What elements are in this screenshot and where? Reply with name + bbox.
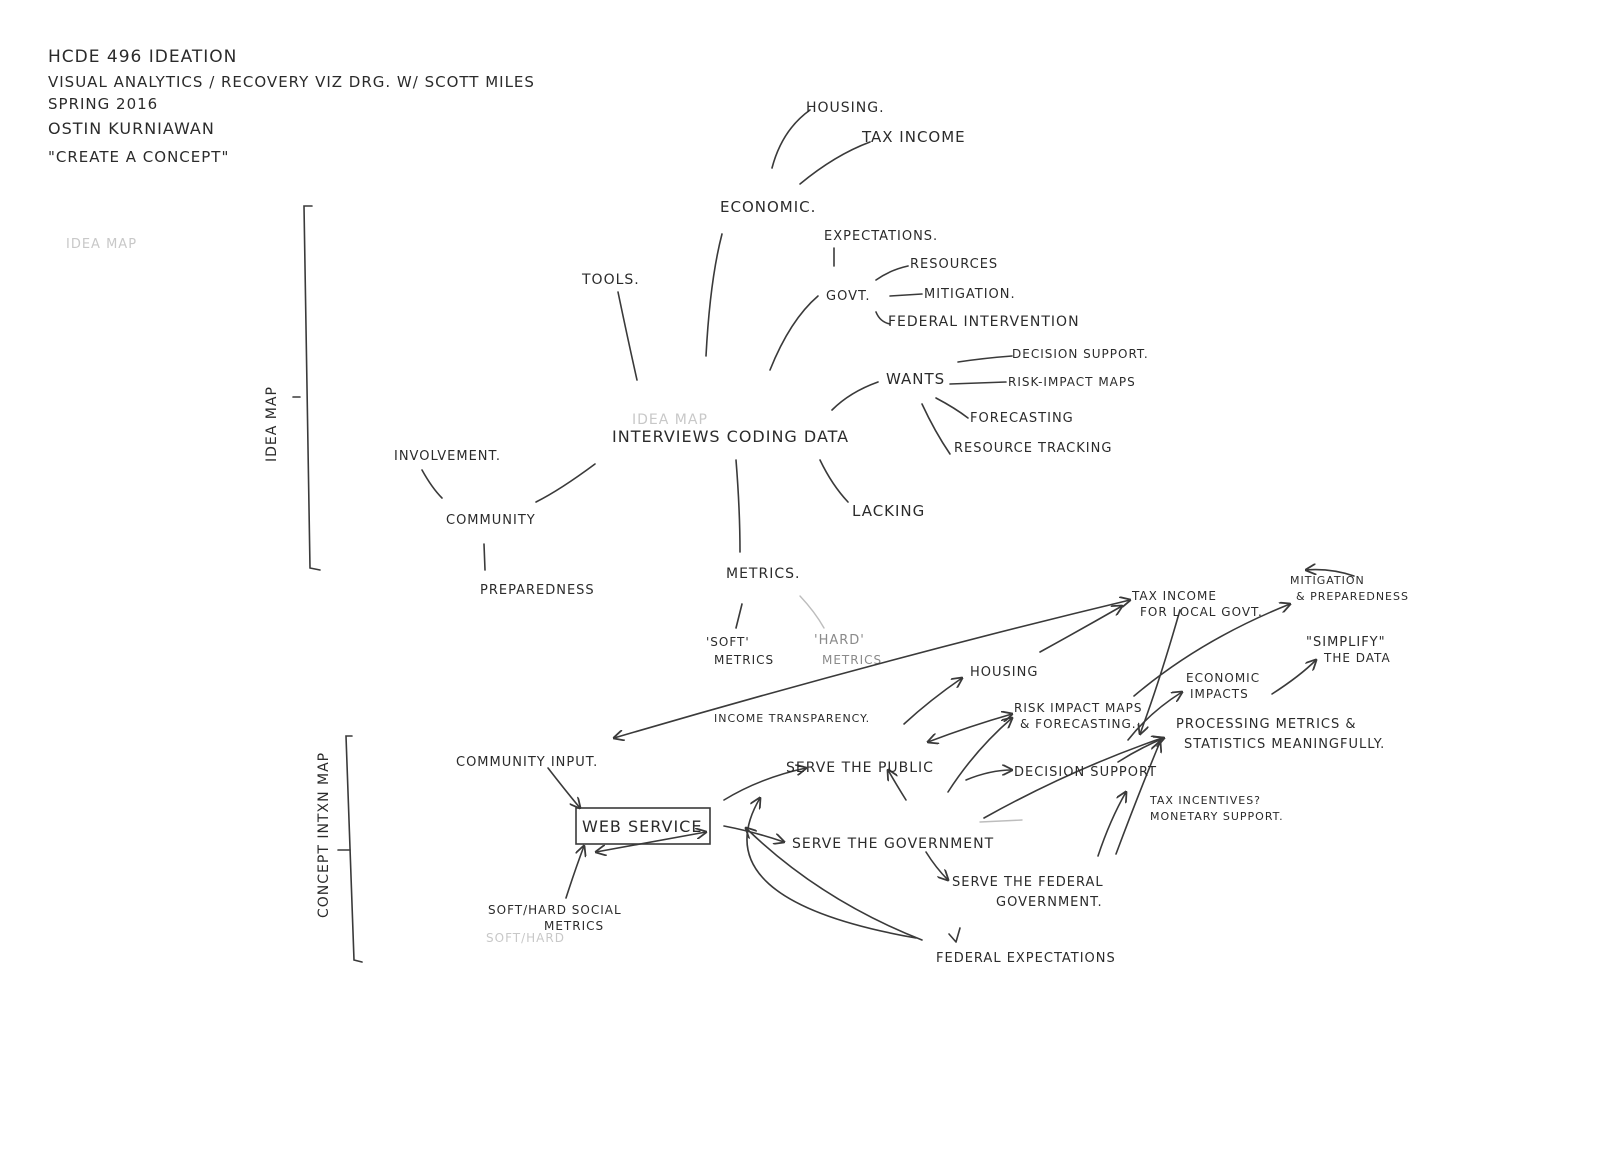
node-risk-impact-maps: RISK-IMPACT MAPS xyxy=(1008,375,1136,389)
concept-map-nodes: TAX INCOME FOR LOCAL GOVT. MITIGATION & … xyxy=(456,574,1409,966)
header-project: VISUAL ANALYTICS / RECOVERY VIZ DRG. W/ … xyxy=(48,73,535,91)
node-tax-income: TAX INCOME xyxy=(861,128,966,146)
node-risk-impact-l2: & FORECASTING. xyxy=(1020,717,1137,731)
node-lacking: LACKING xyxy=(852,502,925,520)
node-serve-federal-l2: GOVERNMENT. xyxy=(996,895,1103,910)
node-risk-impact-l1: RISK IMPACT MAPS xyxy=(1014,701,1142,715)
node-metrics: METRICS. xyxy=(726,566,800,582)
node-mitigation-preparedness-l1: MITIGATION xyxy=(1290,574,1365,587)
node-involvement: INVOLVEMENT. xyxy=(394,449,501,464)
node-expectations: EXPECTATIONS. xyxy=(824,229,938,244)
node-resource-tracking: RESOURCE TRACKING xyxy=(954,441,1112,456)
faint-soft-hard-echo: SOFT/HARD xyxy=(486,931,565,945)
node-federal-intervention: FEDERAL INTERVENTION xyxy=(888,314,1080,330)
node-govt: GOVT. xyxy=(826,289,871,304)
node-resources: RESOURCES xyxy=(910,257,998,272)
node-mitigation: MITIGATION. xyxy=(924,287,1016,302)
node-concept-housing: HOUSING xyxy=(970,665,1038,680)
node-housing: HOUSING. xyxy=(806,100,885,116)
node-center-interviews-coding-data: INTERVIEWS CODING DATA xyxy=(612,427,849,446)
node-soft-metrics-l2: METRICS xyxy=(714,653,774,667)
node-simplify-l2: THE DATA xyxy=(1323,651,1391,665)
node-web-service: WEB SERVICE xyxy=(582,817,702,836)
node-decision-support: DECISION SUPPORT xyxy=(1014,765,1157,780)
node-decision-support: DECISION SUPPORT. xyxy=(1012,347,1149,361)
node-economic-impacts-l2: IMPACTS xyxy=(1190,687,1249,701)
idea-map-nodes: HOUSING. TAX INCOME ECONOMIC. EXPECTATIO… xyxy=(394,100,1149,667)
node-processing-metrics-l2: STATISTICS MEANINGFULLY. xyxy=(1184,737,1385,752)
concept-map-connectors xyxy=(547,570,1355,943)
node-tax-income-local-l2: FOR LOCAL GOVT. xyxy=(1140,605,1263,619)
idea-map-connectors xyxy=(421,109,1013,629)
idea-map-section-label: IDEA MAP xyxy=(264,386,280,462)
node-serve-federal-l1: SERVE THE FEDERAL xyxy=(952,875,1104,890)
node-soft-hard-metrics-l1: SOFT/HARD SOCIAL xyxy=(488,903,622,917)
concept-map-bracket: CONCEPT INTXN MAP xyxy=(316,735,363,963)
header-task: "CREATE A CONCEPT" xyxy=(48,148,229,166)
node-soft-metrics-l1: 'SOFT' xyxy=(706,635,750,649)
node-simplify-l1: "SIMPLIFY" xyxy=(1306,635,1386,650)
node-federal-expectations: FEDERAL EXPECTATIONS xyxy=(936,951,1116,966)
concept-map-section-label: CONCEPT INTXN MAP xyxy=(316,752,332,918)
node-tax-incentives-l2: MONETARY SUPPORT. xyxy=(1150,810,1284,823)
node-community-input: COMMUNITY INPUT. xyxy=(456,755,598,770)
node-preparedness: PREPAREDNESS xyxy=(480,583,595,598)
node-community: COMMUNITY xyxy=(446,513,536,528)
faint-idea-map-note: IDEA MAP xyxy=(66,237,137,252)
node-forecasting: FORECASTING xyxy=(970,411,1074,426)
node-tax-incentives-l1: TAX INCENTIVES? xyxy=(1149,794,1261,807)
header-author: OSTIN KURNIAWAN xyxy=(48,119,215,138)
node-wants: WANTS xyxy=(886,370,945,388)
node-tax-income-local-l1: TAX INCOME xyxy=(1131,589,1217,603)
node-economic-impacts-l1: ECONOMIC xyxy=(1186,671,1260,685)
node-processing-metrics-l1: PROCESSING METRICS & xyxy=(1176,717,1357,732)
node-hard-metrics-l1: 'HARD' xyxy=(814,633,865,648)
node-income-transparency: INCOME TRANSPARENCY. xyxy=(714,712,870,725)
node-soft-hard-metrics-l2: METRICS xyxy=(544,919,604,933)
node-serve-government: SERVE THE GOVERNMENT xyxy=(792,836,994,852)
node-tools: TOOLS. xyxy=(581,272,640,288)
idea-map-bracket: IDEA MAP xyxy=(264,205,321,571)
node-economic: ECONOMIC. xyxy=(720,198,816,216)
node-mitigation-preparedness-l2: & PREPAREDNESS xyxy=(1296,590,1409,603)
header-notes: HCDE 496 IDEATION VISUAL ANALYTICS / REC… xyxy=(48,47,535,166)
header-course: HCDE 496 IDEATION xyxy=(48,47,237,67)
header-term: SPRING 2016 xyxy=(48,95,158,113)
node-serve-public: SERVE THE PUBLIC xyxy=(786,760,934,776)
faint-idea-map-center: IDEA MAP xyxy=(632,412,708,428)
